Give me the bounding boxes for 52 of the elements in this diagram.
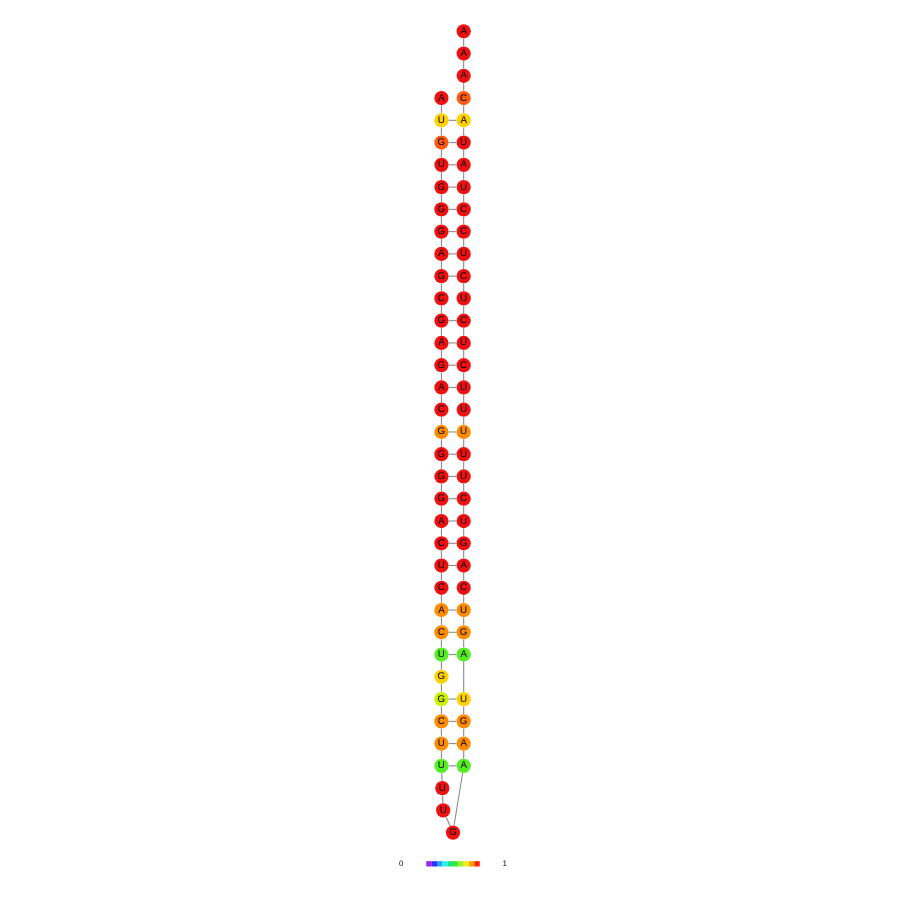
connector	[462, 594, 464, 604]
connector	[462, 193, 464, 203]
connector	[462, 104, 464, 114]
connector	[439, 683, 441, 693]
connector	[439, 104, 441, 114]
connector	[447, 186, 456, 188]
connector	[462, 60, 464, 70]
connector	[439, 661, 441, 671]
connector	[447, 765, 456, 767]
connector	[462, 705, 464, 715]
connector	[439, 416, 441, 426]
connector	[439, 572, 441, 582]
connector	[439, 705, 441, 715]
connector	[439, 594, 441, 604]
connector	[439, 438, 441, 448]
connector	[462, 661, 464, 693]
connector	[439, 349, 441, 359]
connector	[462, 750, 464, 760]
connector	[447, 275, 456, 277]
connector	[439, 193, 441, 203]
connector	[462, 82, 464, 92]
connector	[462, 149, 464, 159]
connector	[462, 327, 464, 337]
connector	[462, 505, 464, 515]
connector	[447, 253, 456, 255]
connector	[447, 431, 456, 433]
connector	[447, 698, 456, 700]
connector	[439, 149, 441, 159]
connector	[441, 794, 443, 804]
connector	[462, 171, 464, 181]
connector	[447, 342, 456, 344]
connector	[439, 238, 441, 248]
connector	[462, 416, 464, 426]
connector	[439, 171, 441, 181]
connector	[462, 572, 464, 582]
connector	[439, 750, 441, 760]
connector	[439, 505, 441, 515]
connector	[462, 238, 464, 248]
connector	[462, 349, 464, 359]
connector	[439, 327, 441, 337]
connector	[439, 527, 441, 537]
connector	[462, 260, 464, 270]
connector	[439, 260, 441, 270]
connector	[444, 816, 450, 827]
connector	[452, 772, 463, 826]
connector	[447, 609, 456, 611]
connector	[462, 616, 464, 626]
connector	[447, 520, 456, 522]
connector	[462, 527, 464, 537]
connector	[462, 438, 464, 448]
connector	[440, 772, 442, 782]
connector	[439, 616, 441, 626]
